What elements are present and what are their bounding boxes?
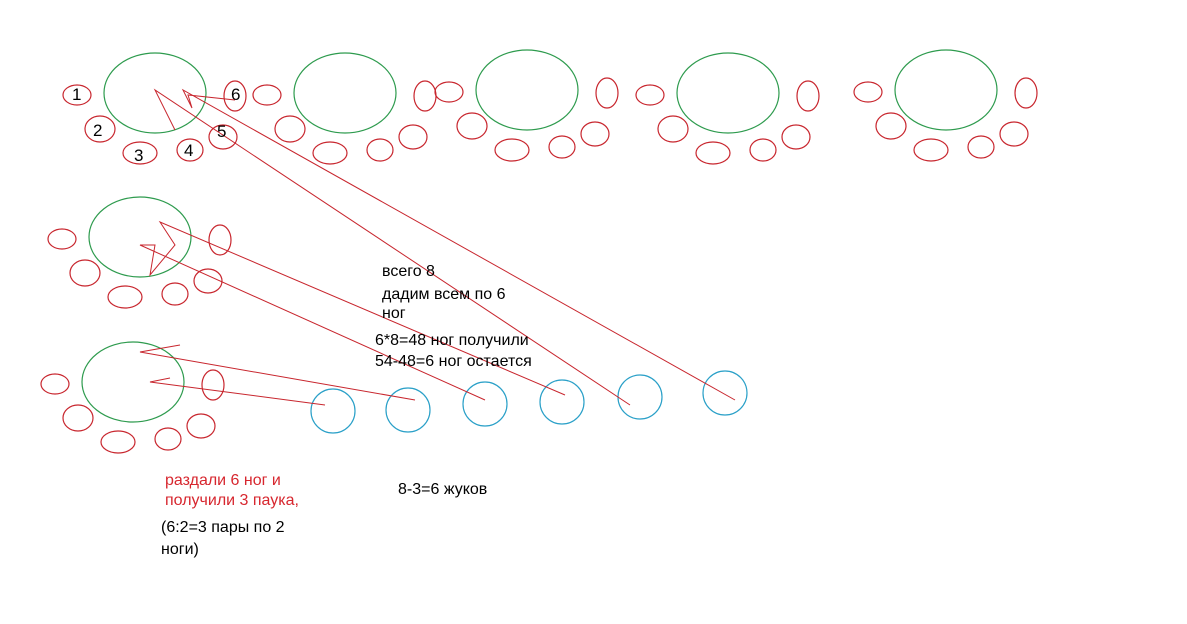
bug-leg <box>413 80 437 112</box>
bug-body <box>88 196 192 278</box>
note-spiders-2: получили 3 паука, <box>165 492 299 509</box>
bug-leg <box>781 124 811 150</box>
bug-leg <box>456 112 488 140</box>
beetle-circle <box>385 387 431 433</box>
note-total-2: дадим всем по 6 <box>382 286 506 303</box>
bug-leg <box>1014 77 1038 109</box>
note-pairs-1: (6:2=3 пары по 2 <box>161 519 285 536</box>
bug-leg <box>967 135 995 159</box>
bug-leg <box>312 141 348 165</box>
bug-leg <box>749 138 777 162</box>
leg-transfer-arrow <box>181 88 736 401</box>
beetle-circle <box>702 370 748 416</box>
bug-leg <box>274 115 306 143</box>
leg-transfer-arrow <box>149 377 326 406</box>
bug-leg <box>398 124 428 150</box>
note-beetles: 8-3=6 жуков <box>398 481 488 498</box>
bug-body <box>894 49 998 131</box>
bug-leg <box>695 141 731 165</box>
bug-leg <box>193 268 223 294</box>
bug-leg <box>252 84 282 106</box>
note-pairs-2: ноги) <box>161 541 199 558</box>
bug-leg <box>999 121 1029 147</box>
note-spiders-1: раздали 6 ног и <box>165 472 281 489</box>
leg-transfer-arrow <box>139 220 566 401</box>
bug-leg <box>47 228 77 250</box>
bug-leg <box>100 430 136 454</box>
beetle-circle <box>462 381 508 427</box>
bug-leg <box>161 282 189 306</box>
note-total-1: всего 8 <box>382 263 435 280</box>
bug-body <box>475 49 579 131</box>
leg-number-1: 1 <box>72 85 82 104</box>
bug-leg <box>635 84 665 106</box>
bug-leg <box>84 115 116 143</box>
beetle-circle <box>617 374 663 420</box>
note-calc-2: 54-48=6 ног остается <box>375 353 532 370</box>
bug-leg <box>62 84 92 106</box>
bug-leg <box>796 80 820 112</box>
bug-leg <box>366 138 394 162</box>
bug-leg <box>40 373 70 395</box>
bug-leg <box>176 138 204 162</box>
bug-leg <box>875 112 907 140</box>
bug-leg <box>208 124 238 150</box>
bug-body <box>103 52 207 134</box>
bug-leg <box>154 427 182 451</box>
bug-leg <box>208 224 232 256</box>
bug-leg <box>62 404 94 432</box>
beetle-circle <box>310 388 356 434</box>
bug-body <box>81 341 185 423</box>
bug-leg <box>853 81 883 103</box>
beetle-circle <box>539 379 585 425</box>
leg-transfer-arrow <box>139 344 416 401</box>
leg-number-6: 6 <box>231 85 241 104</box>
bug-leg <box>595 77 619 109</box>
bug-leg <box>186 413 216 439</box>
note-total-3: ног <box>382 305 406 322</box>
bug-leg <box>657 115 689 143</box>
bug-leg <box>223 80 247 112</box>
bug-leg <box>434 81 464 103</box>
bug-body <box>676 52 780 134</box>
bug-leg <box>494 138 530 162</box>
bug-leg <box>913 138 949 162</box>
bug-leg <box>69 259 101 287</box>
leg-number-3: 3 <box>134 146 144 165</box>
leg-number-4: 4 <box>184 141 194 160</box>
leg-transfer-arrow <box>153 88 631 406</box>
bug-leg <box>107 285 143 309</box>
leg-number-5: 5 <box>217 122 227 141</box>
bug-leg <box>122 141 158 165</box>
note-calc-1: 6*8=48 ног получили <box>375 332 529 349</box>
bug-leg <box>201 369 225 401</box>
bug-leg <box>580 121 610 147</box>
bug-leg <box>548 135 576 159</box>
leg-number-2: 2 <box>93 121 103 140</box>
bug-body <box>293 52 397 134</box>
